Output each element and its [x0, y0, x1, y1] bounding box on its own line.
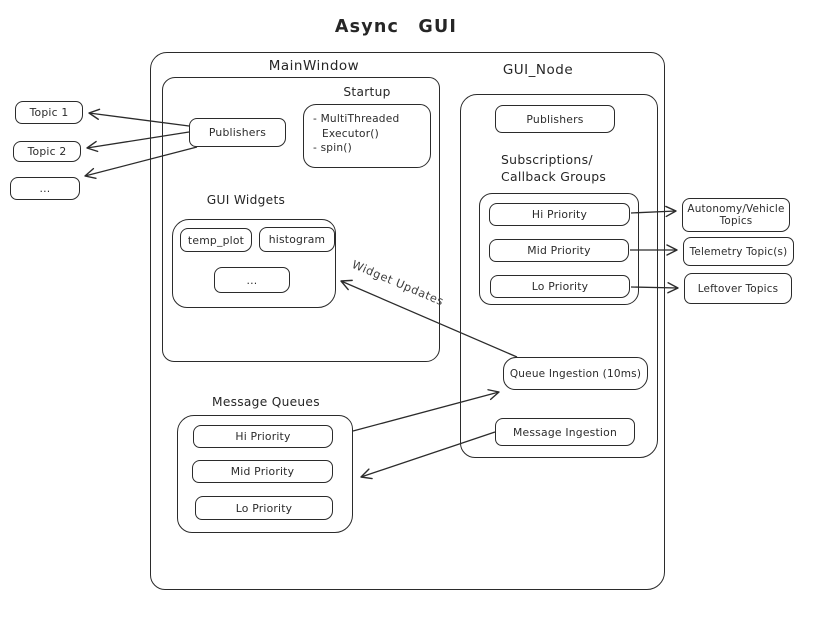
startup-box — [303, 104, 431, 168]
message-queues-label: Message Queues — [212, 395, 320, 409]
sub-mid-priority-node: Mid Priority — [489, 239, 629, 262]
mainwindow-label: MainWindow — [268, 58, 360, 74]
gui-widgets-label: GUI Widgets — [206, 193, 286, 207]
topic-more-node: ... — [10, 177, 80, 200]
message-ingestion-node: Message Ingestion — [495, 418, 635, 446]
startup-label: Startup — [343, 85, 391, 99]
subscriptions-label-line1: Subscriptions/ — [501, 152, 593, 167]
queue-lo-priority-node: Lo Priority — [195, 496, 333, 520]
widget-histogram-node: histogram — [259, 227, 335, 252]
mainwindow-publishers-node: Publishers — [189, 118, 286, 147]
sub-lo-priority-node: Lo Priority — [490, 275, 630, 298]
autonomy-vehicle-topics-node: Autonomy/Vehicle Topics — [682, 198, 790, 232]
subscriptions-label-line2: Callback Groups — [501, 168, 607, 184]
startup-note-executor: Executor() — [322, 127, 379, 140]
autonomy-vehicle-topics-line2: Topics — [719, 215, 753, 227]
topic-1-node: Topic 1 — [15, 101, 83, 124]
telemetry-topics-node: Telemetry Topic(s) — [683, 237, 794, 266]
startup-notes: - MultiThreaded Executor() - spin() — [313, 112, 425, 156]
leftover-topics-node: Leftover Topics — [684, 273, 792, 304]
queue-hi-priority-node: Hi Priority — [193, 425, 333, 448]
startup-note-multithreaded: - MultiThreaded — [313, 113, 400, 125]
widget-temp-plot-node: temp_plot — [180, 228, 252, 252]
autonomy-vehicle-topics-line1: Autonomy/Vehicle — [687, 202, 785, 215]
startup-note-spin: - spin() — [313, 142, 352, 154]
gui-node-publishers-node: Publishers — [495, 105, 615, 133]
subscriptions-label: Subscriptions/ Callback Groups — [501, 152, 606, 185]
widget-more-node: ... — [214, 267, 290, 293]
gui-node-label: GUI_Node — [502, 62, 574, 78]
queue-mid-priority-node: Mid Priority — [192, 460, 333, 483]
queue-ingestion-node: Queue Ingestion (10ms) — [503, 357, 648, 390]
sub-hi-priority-node: Hi Priority — [489, 203, 630, 226]
diagram-title: Async GUI — [334, 17, 458, 37]
topic-2-node: Topic 2 — [13, 141, 81, 162]
